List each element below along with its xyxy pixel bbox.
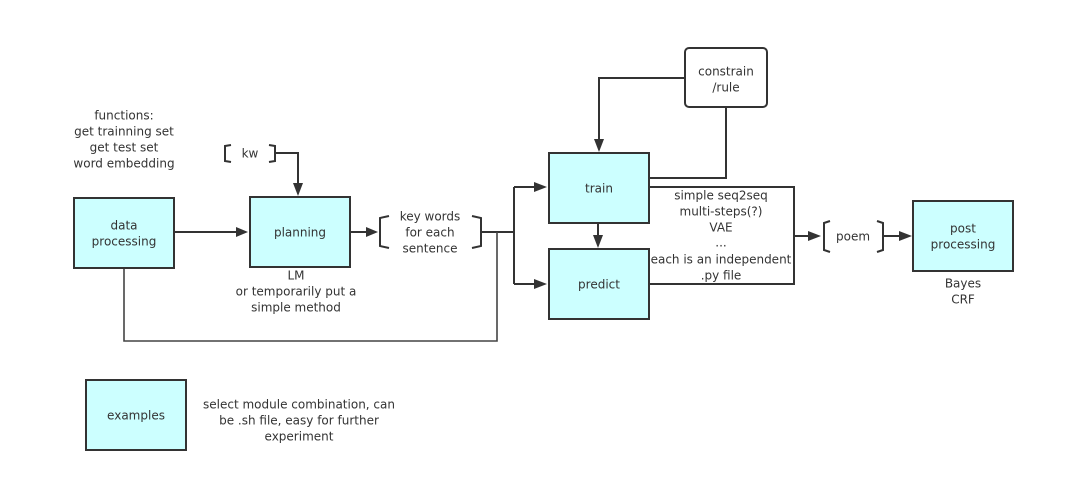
node-label: post bbox=[950, 222, 976, 236]
right-brace bbox=[876, 220, 884, 253]
annotation-line: get test set bbox=[90, 141, 159, 155]
node-train[interactable]: train bbox=[548, 152, 650, 224]
annotation-line: word embedding bbox=[73, 157, 174, 171]
annotation-line: each is an independent bbox=[651, 253, 792, 267]
left-brace bbox=[379, 215, 390, 249]
right-brace bbox=[471, 215, 482, 249]
node-examples[interactable]: examples bbox=[85, 379, 187, 451]
annotation-line: ... bbox=[715, 236, 726, 250]
annotation-examples: select module combination, can be .sh fi… bbox=[203, 398, 395, 444]
annotation-post: Bayes CRF bbox=[945, 277, 981, 307]
annotation-line: functions: bbox=[94, 109, 153, 123]
node-constrain-rule[interactable]: constrain /rule bbox=[684, 47, 768, 108]
node-predict[interactable]: predict bbox=[548, 248, 650, 320]
annotation-line: or temporarily put a bbox=[236, 285, 357, 299]
brace-label: sentence bbox=[403, 242, 458, 256]
node-label: planning bbox=[274, 226, 326, 240]
right-brace bbox=[268, 144, 276, 163]
left-brace bbox=[224, 144, 232, 163]
brace-label: key words bbox=[400, 210, 461, 224]
annotation-planning: LM or temporarily put a simple method bbox=[236, 269, 357, 315]
arrow-head bbox=[293, 183, 303, 196]
node-planning[interactable]: planning bbox=[249, 196, 351, 268]
annotation-line: select module combination, can bbox=[203, 398, 395, 412]
annotation-line: get trainning set bbox=[74, 125, 174, 139]
annotation-line: Bayes bbox=[945, 277, 981, 291]
brace-label: poem bbox=[836, 230, 870, 244]
node-label: train bbox=[585, 182, 613, 196]
node-label: /rule bbox=[712, 81, 739, 95]
data-poem[interactable]: poem bbox=[823, 220, 884, 253]
node-label: processing bbox=[931, 238, 996, 252]
node-label: data bbox=[110, 219, 137, 233]
annotation-line: VAE bbox=[709, 221, 732, 235]
connectors bbox=[123, 77, 912, 342]
annotation-line: simple method bbox=[251, 301, 341, 315]
annotation-line: be .sh file, easy for further bbox=[219, 414, 379, 428]
annotation-line: LM bbox=[287, 269, 304, 283]
node-label: examples bbox=[107, 409, 165, 423]
arrow-head bbox=[534, 182, 547, 192]
brace-label: kw bbox=[242, 147, 259, 161]
arrow-head bbox=[899, 231, 912, 241]
data-key-words[interactable]: key words for each sentence bbox=[379, 210, 482, 256]
edge-constrain-to-train bbox=[598, 77, 685, 140]
annotation-line: .py file bbox=[701, 269, 742, 283]
annotation-functions: functions: get trainning set get test se… bbox=[73, 109, 174, 171]
brace-label: for each bbox=[405, 226, 454, 240]
node-post-processing[interactable]: post processing bbox=[912, 200, 1014, 272]
annotation-line: CRF bbox=[951, 293, 975, 307]
arrow-head bbox=[808, 231, 821, 241]
arrow-head bbox=[236, 227, 248, 237]
arrow-head bbox=[593, 235, 603, 248]
node-label: processing bbox=[92, 235, 157, 249]
arrow-head bbox=[594, 139, 604, 152]
left-brace bbox=[823, 220, 831, 253]
node-data-processing[interactable]: data processing bbox=[73, 197, 175, 269]
edge-kw-to-planning bbox=[275, 152, 299, 184]
node-label: predict bbox=[578, 278, 620, 292]
edge-data-to-split bbox=[123, 232, 498, 342]
data-kw[interactable]: kw bbox=[224, 144, 276, 163]
annotation-line: multi-steps(?) bbox=[680, 205, 763, 219]
annotation-line: simple seq2seq bbox=[674, 189, 768, 203]
annotation-models: simple seq2seq multi-steps(?) VAE ... ea… bbox=[651, 189, 792, 283]
annotation-line: experiment bbox=[265, 430, 334, 444]
node-label: constrain bbox=[698, 65, 754, 79]
arrow-head bbox=[366, 227, 378, 237]
arrow-head bbox=[534, 279, 547, 289]
